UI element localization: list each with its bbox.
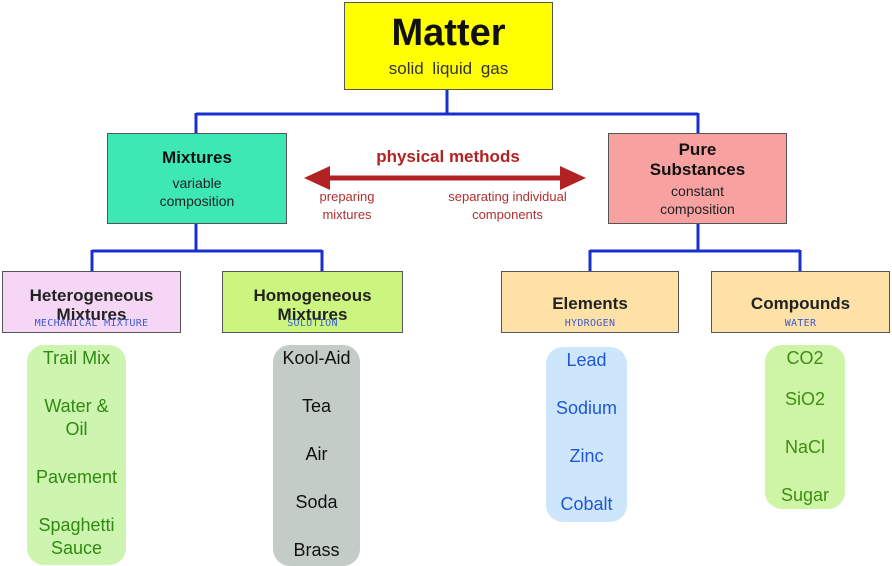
arrow-head-right (560, 166, 586, 190)
hetero-title-line2: Mixtures (56, 305, 127, 324)
mixtures-line1: variable (172, 174, 222, 191)
homogeneous-examples: Kool-Aid Tea Air Soda Brass (273, 345, 360, 566)
homo-title-line2: Mixtures (277, 305, 348, 324)
pure-line2: composition (660, 200, 735, 217)
double-arrow (304, 166, 586, 190)
arrow-head-left (304, 166, 330, 190)
compounds-examples: CO2 SiO2 NaCl Sugar (765, 345, 845, 509)
example-item: Soda (295, 492, 338, 512)
mixtures-box: Mixtures variable composition (107, 133, 287, 224)
example-item: Spaghetti (38, 515, 115, 535)
heterogeneous-examples: Trail Mix Water & Oil Pavement Spaghetti… (27, 345, 126, 565)
heterogeneous-mixtures-box: Heterogeneous Mixtures MECHANICAL MIXTUR… (2, 271, 181, 333)
hetero-subtitle: MECHANICAL MIXTURE (34, 318, 149, 329)
matter-states: solid liquid gas (388, 59, 509, 78)
compounds-subtitle: WATER (784, 318, 817, 329)
example-item: Air (305, 444, 328, 464)
example-item: Sugar (780, 485, 830, 505)
pure-substances-box: Pure Substances constant composition (608, 133, 787, 224)
preparing-line2: mixtures (322, 207, 372, 222)
physical-methods-label: physical methods (376, 147, 520, 166)
separating-line2: components (472, 207, 543, 222)
mixtures-title: Mixtures (162, 147, 232, 167)
separating-line1: separating individual (448, 189, 567, 204)
example-item: Trail Mix (42, 348, 111, 368)
example-item: Pavement (35, 467, 118, 487)
elements-box: Elements HYDROGEN (501, 271, 679, 333)
example-item: Tea (301, 396, 332, 416)
example-item: Zinc (569, 446, 604, 466)
compounds-title: Compounds (750, 294, 851, 313)
homogeneous-mixtures-box: Homogeneous Mixtures SOLUTION (222, 271, 403, 333)
homo-subtitle: SOLUTION (287, 318, 338, 329)
matter-box: Matter solid liquid gas (344, 2, 553, 90)
elements-examples: Lead Sodium Zinc Cobalt (546, 347, 627, 522)
example-item: SiO2 (784, 389, 826, 409)
tree-connectors (90, 90, 802, 271)
preparing-line1: preparing (319, 189, 375, 204)
example-item: Lead (566, 350, 607, 370)
example-item: Oil (65, 419, 88, 439)
pure-line1: constant (671, 182, 724, 199)
mixtures-line2: composition (159, 192, 235, 209)
preparing-mixtures-label: preparing mixtures (308, 188, 386, 224)
compounds-box: Compounds WATER (711, 271, 890, 333)
example-item: Cobalt (560, 494, 613, 514)
hetero-title-line1: Heterogeneous (29, 286, 154, 305)
example-item: Kool-Aid (282, 348, 351, 368)
example-item: CO2 (786, 348, 824, 368)
separating-components-label: separating individual components (433, 188, 582, 224)
example-item: Water & (44, 396, 109, 416)
elements-title: Elements (552, 294, 628, 313)
example-item: Sauce (50, 538, 103, 558)
elements-subtitle: HYDROGEN (564, 318, 616, 329)
example-item: Brass (293, 540, 340, 560)
homo-title-line1: Homogeneous (253, 286, 372, 305)
example-item: NaCl (784, 437, 825, 457)
example-item: Sodium (555, 398, 618, 418)
pure-title-line2: Substances (649, 159, 746, 179)
pure-title-line1: Pure (678, 139, 717, 159)
matter-title: Matter (391, 12, 506, 54)
